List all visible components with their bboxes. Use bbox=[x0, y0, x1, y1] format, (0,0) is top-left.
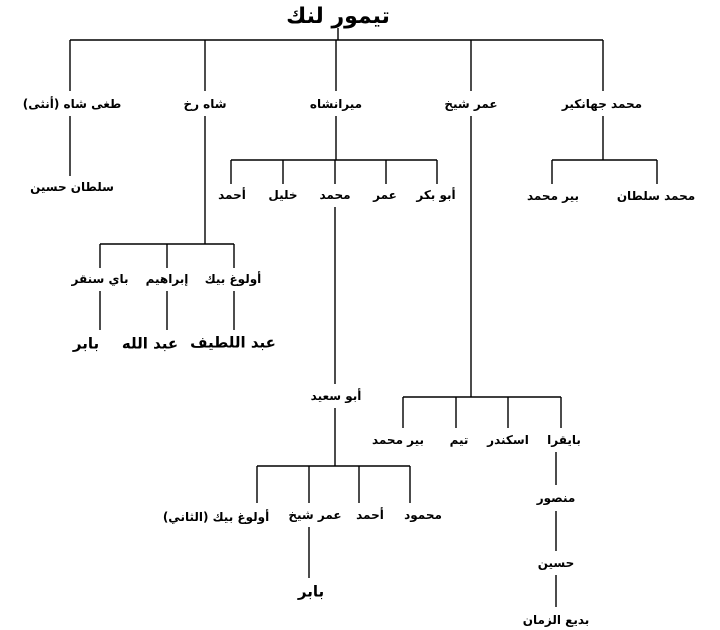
node-baysunghur: باي سنقر bbox=[71, 272, 129, 286]
node-ulugh-beg-ii: أولوغ بيك (الثاني) bbox=[162, 510, 270, 524]
node-mahmud: محمود bbox=[404, 508, 442, 522]
node-abd-al-latif: عبد اللطيف bbox=[190, 333, 276, 352]
node-abu-bakr: أبو بكر bbox=[416, 188, 456, 202]
node-umar-shaykh: عمر شيخ bbox=[444, 97, 498, 111]
node-bayqara: بايقرا bbox=[547, 433, 581, 447]
node-muhammad: محمد bbox=[319, 188, 351, 202]
node-badi-al-zaman: بديع الزمان bbox=[522, 613, 590, 627]
node-miranshah: ميرانشاه bbox=[309, 97, 363, 111]
node-pir-muhammad-2: بير محمد bbox=[371, 433, 425, 447]
node-tughay-shah: طغى شاه (أنثى) bbox=[22, 97, 122, 111]
node-iskandar: اسكندر bbox=[487, 433, 529, 447]
node-abd-allah: عبد الله bbox=[121, 334, 179, 353]
node-mansur: منصور bbox=[536, 491, 576, 505]
root-timur: تيمور لنك bbox=[286, 4, 390, 29]
node-ulugh-beg: أولوغ بيك bbox=[204, 272, 262, 286]
node-taym: تيم bbox=[449, 433, 469, 447]
node-pir-muhammad: بير محمد bbox=[526, 189, 580, 203]
node-khalil: خليل bbox=[268, 188, 298, 202]
node-babur: بابر bbox=[72, 334, 100, 353]
node-ibrahim: إبراهيم bbox=[145, 272, 189, 286]
node-shah-rukh: شاه رخ bbox=[183, 97, 227, 111]
node-muhammad-sultan: محمد سلطان bbox=[616, 189, 696, 203]
node-sultan-husayn: سلطان حسين bbox=[30, 180, 114, 194]
node-ahmad: أحمد bbox=[218, 188, 246, 202]
node-husayn: حسين bbox=[537, 556, 575, 570]
node-ahmad-2: أحمد bbox=[356, 508, 384, 522]
node-umar-shaykh-2: عمر شيخ bbox=[288, 508, 342, 522]
node-umar: عمر bbox=[373, 188, 397, 202]
node-babur-final: بابر bbox=[297, 582, 325, 601]
node-abu-said: أبو سعيد bbox=[310, 389, 362, 403]
node-muhammad-jahangir: محمد جهانكير bbox=[561, 97, 643, 111]
